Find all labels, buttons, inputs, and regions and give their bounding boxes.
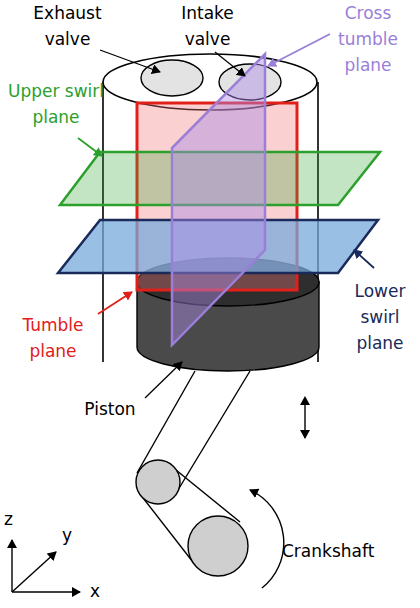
plane-label: Tumble plane: [8, 312, 98, 364]
part-label: Intake valve: [165, 0, 250, 52]
plane-label: Upper swirl plane: [0, 78, 112, 130]
leader-line: [215, 52, 245, 76]
axis-label: x: [90, 578, 110, 604]
leader-line: [100, 50, 160, 72]
leader-line: [78, 138, 102, 156]
leader-line: [145, 362, 182, 398]
crank-mechanism: [136, 371, 284, 588]
plane-label: Cross tumble plane: [318, 0, 418, 78]
leader-line: [98, 292, 132, 314]
leader-line: [354, 250, 374, 268]
exhaust-valve: [141, 60, 203, 96]
part-label: Piston: [70, 396, 150, 422]
cross-tumble-plane: [172, 54, 265, 345]
plane-label: Lower swirl plane: [342, 278, 418, 356]
motion-arrow: [304, 404, 305, 438]
part-label: Exhaust valve: [25, 0, 110, 52]
leader-line: [268, 34, 330, 66]
axis-label: y: [62, 522, 82, 548]
axes: [12, 540, 80, 592]
axis-label: z: [4, 506, 24, 532]
part-label: Crankshaft: [282, 538, 418, 564]
